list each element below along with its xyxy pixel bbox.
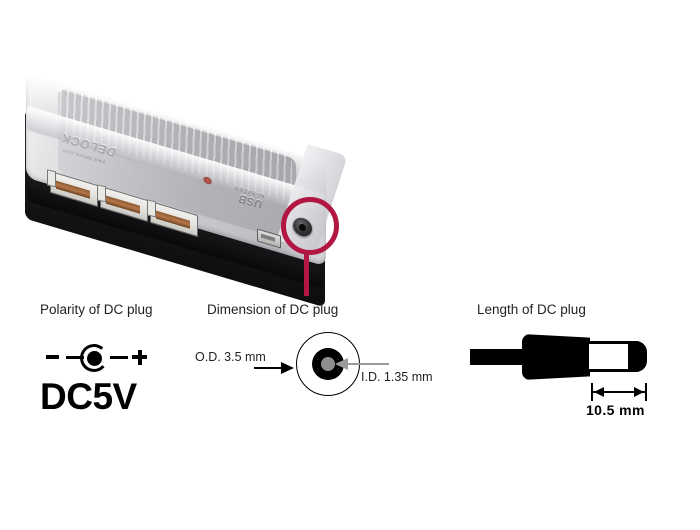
inner-diameter-arrow-line	[343, 363, 389, 366]
length-arrow-head-left	[594, 386, 604, 397]
polarity-right-lead	[110, 356, 128, 359]
polarity-center-pin-icon	[87, 351, 102, 366]
length-arrow-head-right	[634, 386, 644, 397]
callout-circle-dc-jack	[281, 197, 339, 255]
dimension-diagram: O.D. 3.5 mm I.D. 1.35 mm	[195, 330, 455, 410]
polarity-diagram: DC5V	[40, 340, 170, 420]
dc-plug-tip	[628, 341, 647, 372]
section-title-polarity: Polarity of DC plug	[40, 302, 153, 317]
outer-diameter-arrow-line	[254, 367, 284, 370]
plug-inner-pin-hole	[321, 357, 335, 371]
outer-diameter-label: O.D. 3.5 mm	[195, 350, 266, 364]
length-dimension-line	[592, 391, 647, 394]
polarity-left-lead	[66, 356, 84, 359]
plug-length-label: 10.5 mm	[586, 402, 645, 418]
inner-diameter-label: I.D. 1.35 mm	[361, 370, 433, 384]
product-photo: DELOCK www.delock.com USB HI-SPEED	[0, 0, 700, 290]
polarity-plus-sign-vertical	[137, 349, 142, 365]
polarity-minus-sign	[46, 355, 59, 359]
section-title-length: Length of DC plug	[477, 302, 586, 317]
section-title-dimension: Dimension of DC plug	[207, 302, 339, 317]
length-diagram: 10.5 mm	[470, 330, 670, 420]
outer-diameter-arrow-head	[281, 361, 294, 374]
inner-diameter-arrow-head	[335, 357, 348, 370]
dc-plug-body	[522, 334, 590, 380]
dc-voltage-label: DC5V	[40, 376, 137, 417]
dc-plug-cable	[470, 349, 530, 365]
callout-leader-line	[304, 252, 309, 296]
